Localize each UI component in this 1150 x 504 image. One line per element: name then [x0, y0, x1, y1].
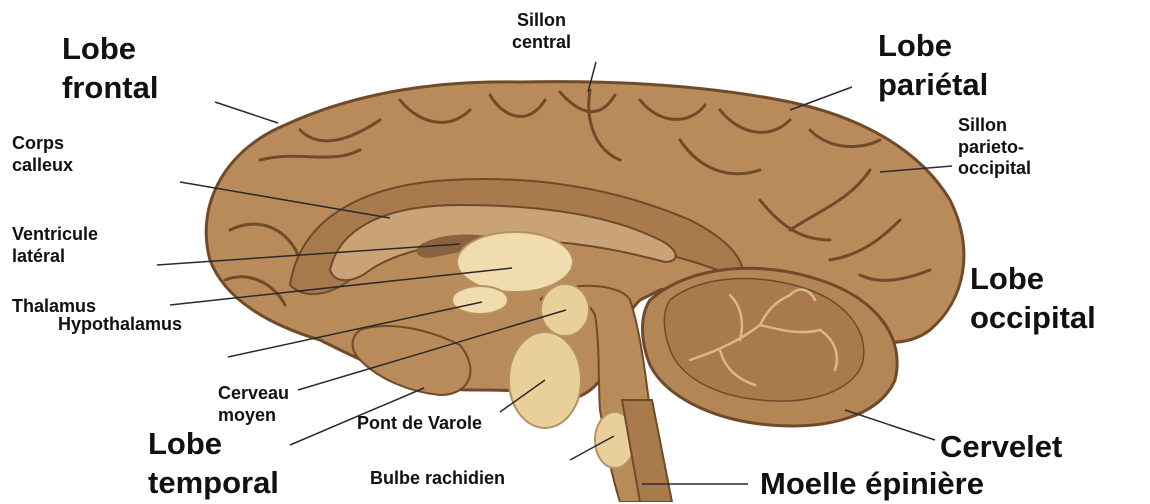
label-lobe-frontal: Lobe frontal [62, 30, 158, 108]
label-moelle-epiniere: Moelle épinière [760, 465, 984, 504]
label-corps-calleux: Corps calleux [12, 133, 73, 176]
label-bulbe-rachidien: Bulbe rachidien [370, 468, 505, 490]
label-cervelet: Cervelet [940, 428, 1062, 467]
label-ventricule-lateral: Ventricule latéral [12, 224, 98, 267]
label-sillon-parieto-occipital: Sillon parieto- occipital [958, 115, 1031, 180]
thalamus-shape [457, 232, 573, 292]
label-lobe-parietal: Lobe pariétal [878, 27, 988, 105]
label-sillon-central: Sillon central [512, 10, 571, 53]
label-cerveau-moyen: Cerveau moyen [218, 383, 289, 426]
label-hypothalamus: Hypothalamus [58, 314, 182, 336]
label-lobe-occipital: Lobe occipital [970, 260, 1096, 338]
label-lobe-temporal: Lobe temporal [148, 425, 279, 503]
hypothalamus-shape [452, 286, 508, 314]
label-pont-de-varole: Pont de Varole [357, 413, 482, 435]
